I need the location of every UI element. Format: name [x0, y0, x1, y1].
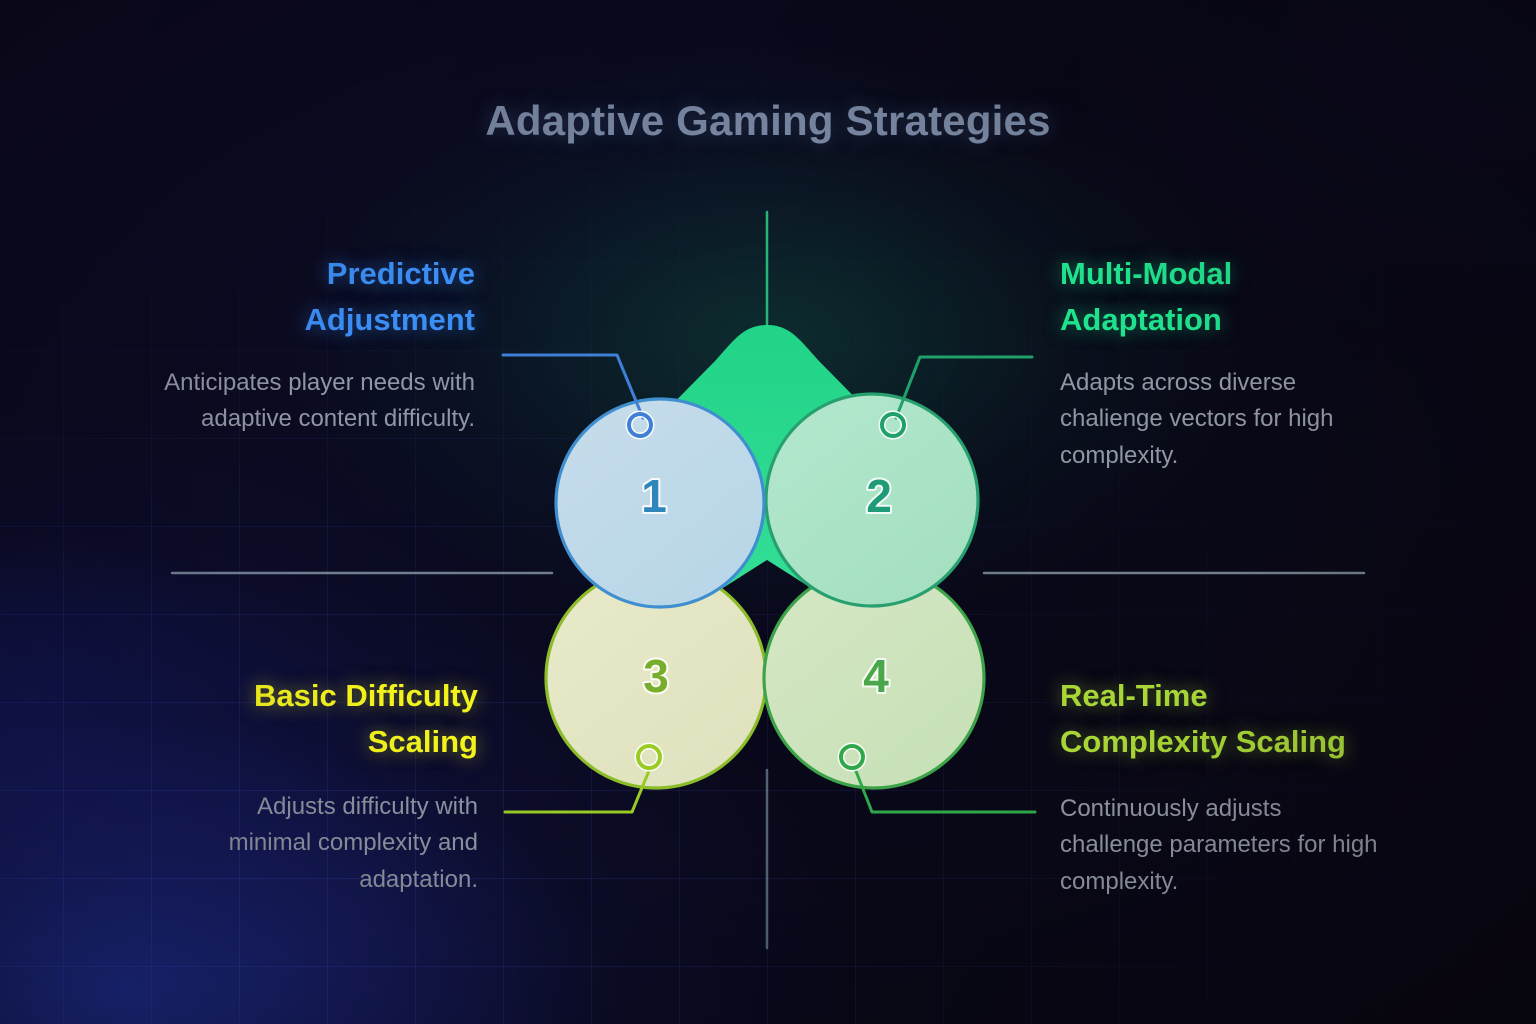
connector-4	[837, 742, 1037, 814]
segment-circle-2[interactable]	[764, 392, 980, 608]
segment-circle-1[interactable]	[554, 397, 766, 609]
segment-number-1: 1	[641, 470, 667, 522]
segment-description-3: Adjusts difficulty with minimal complexi…	[228, 792, 478, 893]
segment-label-2[interactable]: Multi-Modal Adaptation Adapts across div…	[1060, 251, 1390, 474]
connector-ring-1	[627, 412, 653, 438]
connector-3	[503, 742, 664, 814]
connector-ring-2	[880, 412, 906, 438]
segment-number-2: 2	[866, 470, 892, 522]
segment-heading-4: Real-Time Complexity Scaling	[1060, 678, 1346, 759]
segment-description-1: Anticipates player needs with adaptive c…	[164, 368, 475, 433]
connector-1	[501, 353, 655, 440]
connector-ring-3	[636, 744, 662, 770]
segment-number-3: 3	[643, 650, 669, 702]
segment-label-1[interactable]: Predictive Adjustment Anticipates player…	[150, 251, 475, 438]
connector-2	[878, 355, 1034, 440]
connector-ring-4	[839, 744, 865, 770]
segment-label-4[interactable]: Real-Time Complexity Scaling Continuousl…	[1060, 673, 1378, 900]
segment-description-4: Continuously adjusts challenge parameter…	[1060, 794, 1378, 895]
segment-description-2: Adapts across diverse chalienge vectors …	[1060, 368, 1334, 469]
segment-heading-1: Predictive Adjustment	[304, 256, 476, 337]
segment-label-3[interactable]: Basic Difficulty Scaling Adjusts difficu…	[190, 673, 478, 898]
page-title: Adaptive Gaming Strategies	[485, 97, 1051, 144]
segment-heading-2: Multi-Modal Adaptation	[1060, 256, 1233, 337]
segment-heading-3: Basic Difficulty Scaling	[254, 678, 478, 759]
segment-number-4: 4	[863, 650, 889, 702]
